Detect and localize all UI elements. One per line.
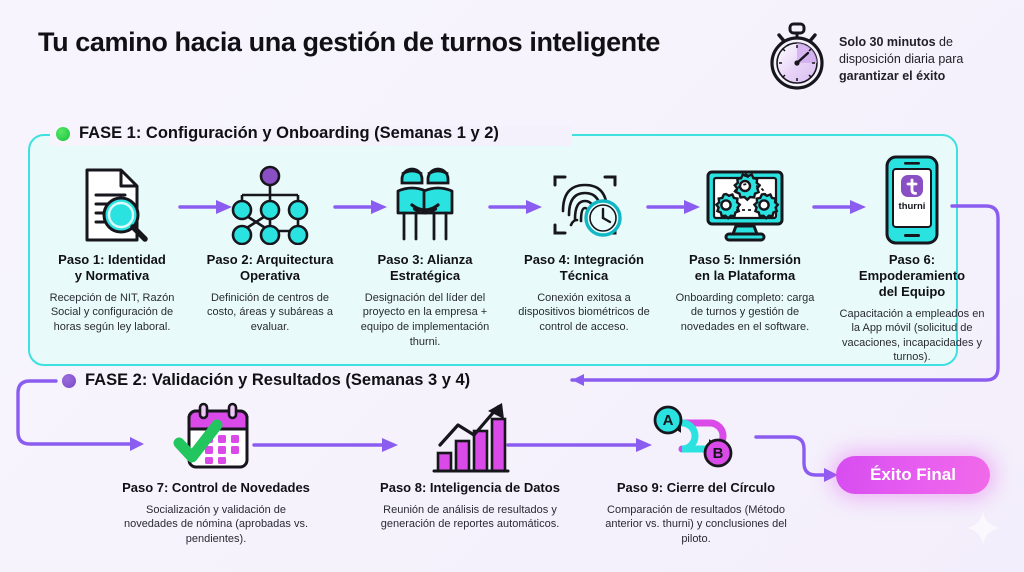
step-7-title: Paso 7: Control de Novedades (122, 480, 310, 495)
loop-label-a: A (663, 412, 674, 429)
exito-final-label: Éxito Final (870, 465, 956, 484)
arrow-step1-step2 (178, 200, 232, 214)
phase-1-label: FASE 1: Configuración y Onboarding (Sema… (79, 124, 499, 142)
step-6-icon-wrap: thurni (836, 152, 988, 248)
step-7-icon-wrap (118, 400, 314, 476)
document-magnifier-icon (85, 168, 148, 242)
step-7: Paso 7: Control de Novedades Socializaci… (118, 400, 314, 547)
arrow-step4-step5 (646, 200, 700, 214)
step-1-desc: Recepción de NIT, Razón Social y configu… (49, 291, 175, 333)
step-4-icon-wrap (512, 162, 656, 248)
sparkle-decoration-icon (966, 511, 1000, 550)
phase-2-header: FASE 2: Validación y Resultados (Semanas… (62, 371, 470, 390)
bar-chart-growth-icon (432, 403, 510, 473)
step-2-desc: Definición de centros de costo, áreas y … (207, 291, 333, 333)
phase-1-title-notch (50, 126, 572, 146)
stopwatch-note-line3: garantizar el éxito (839, 69, 946, 84)
calendar-check-icon (173, 402, 249, 469)
fingerprint-clock-icon (553, 175, 622, 237)
phase-1-header: FASE 1: Configuración y Onboarding (Sema… (56, 124, 499, 143)
step-9: A B Paso 9: Cierre del Círculo Comparaci… (598, 400, 794, 547)
step-3-icon-wrap (353, 162, 497, 248)
step-7-desc: Socialización y validación de novedades … (123, 503, 309, 546)
step-4-desc: Conexión exitosa a dispositivos biométri… (518, 291, 650, 333)
step-1-icon-wrap (40, 162, 184, 248)
loop-label-b: B (713, 445, 724, 462)
stopwatch-note-line2: disposición diaria para (839, 51, 964, 66)
step-9-title: Paso 9: Cierre del Círculo (616, 480, 776, 495)
exito-final-badge[interactable]: Éxito Final (836, 456, 990, 494)
arrow-step7-step8 (252, 438, 398, 452)
phase-1-dot-icon (56, 126, 70, 141)
stopwatch-note: Solo 30 minutos de disposición diaria pa… (839, 34, 963, 86)
stopwatch-icon (766, 22, 828, 97)
app-brand-label: thurni (899, 201, 926, 212)
phase-2-dot-icon (62, 373, 76, 388)
step-5-icon-wrap (672, 162, 818, 248)
stopwatch-callout: Solo 30 minutos de disposición diaria pa… (766, 22, 963, 97)
step-3-desc: Designación del líder del proyecto en la… (360, 291, 490, 348)
page-title: Tu camino hacia una gestión de turnos in… (38, 27, 660, 57)
mobile-app-icon: thurni (885, 155, 939, 245)
handshake-icon (396, 167, 454, 241)
step-8-desc: Reunión de análisis de resultados y gene… (380, 503, 560, 531)
step-9-icon-wrap: A B (598, 400, 794, 476)
arrow-step8-step9 (506, 438, 652, 452)
arrow-step3-step4 (488, 200, 542, 214)
arrow-step2-step3 (333, 200, 387, 214)
step-8: Paso 8: Inteligencia de Datos Reunión de… (372, 400, 568, 532)
step-9-desc: Comparación de resultados (Método anteri… (605, 503, 787, 546)
monitor-gears-icon (706, 170, 784, 242)
phase-2-label: FASE 2: Validación y Resultados (Semanas… (85, 371, 471, 389)
org-chart-icon (231, 165, 309, 245)
step-6-desc: Capacitación a empleados en la App móvil… (839, 307, 985, 364)
ab-comparison-loop-icon: A B (653, 405, 733, 468)
step-5-desc: Onboarding completo: carga de turnos y g… (675, 291, 815, 333)
step-8-icon-wrap (372, 400, 568, 476)
stopwatch-note-strong: Solo 30 minutos (839, 34, 936, 49)
step-8-title: Paso 8: Inteligencia de Datos (380, 480, 560, 495)
step-2-icon-wrap (198, 162, 342, 248)
stopwatch-note-rest: de (935, 34, 953, 49)
arrow-step5-step6 (812, 200, 866, 214)
